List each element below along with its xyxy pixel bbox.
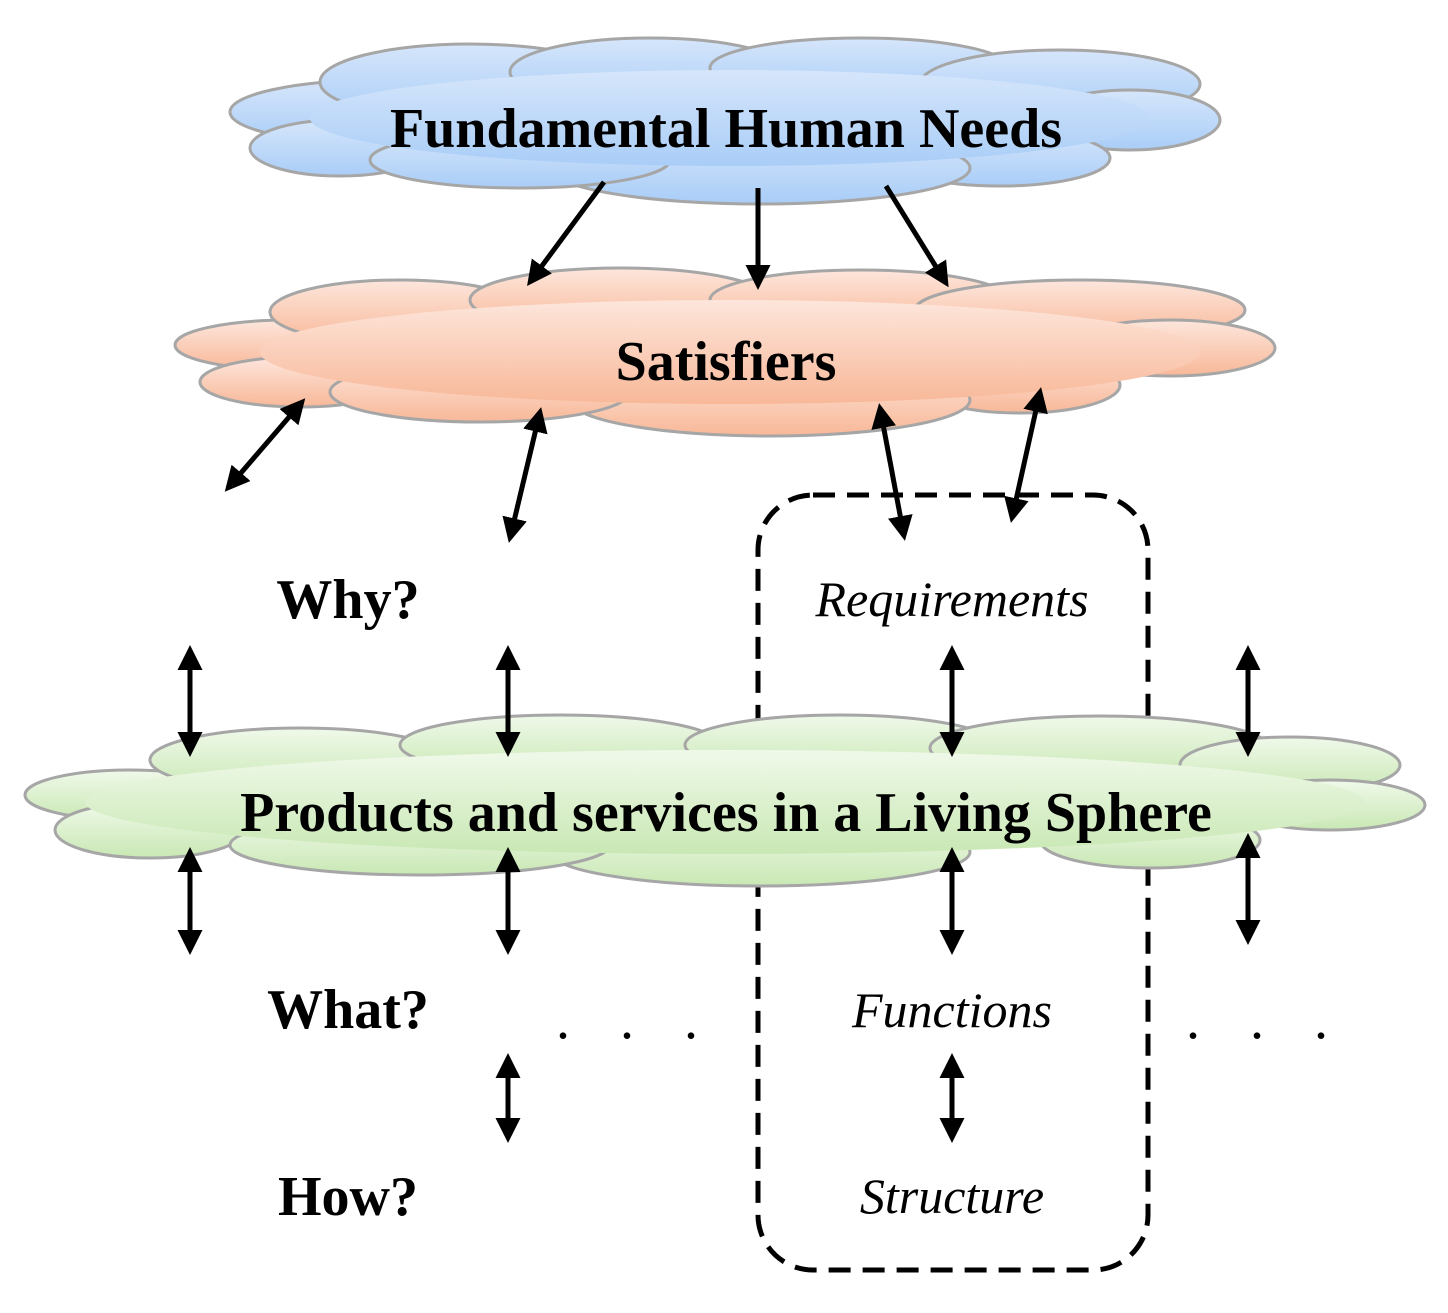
lower-vertical-arrows (177, 833, 1261, 955)
what-how-arrows (495, 1053, 965, 1143)
satisfiers-label: Satisfiers (616, 331, 837, 393)
arrow-sat-2 (502, 407, 548, 543)
arrow-needs-right (883, 184, 949, 288)
satisfiers-double-arrows (224, 387, 1048, 543)
arrow-sat-3 (871, 403, 913, 541)
what-label: What? (267, 979, 429, 1041)
ellipsis-right: . . . (1186, 989, 1346, 1051)
structure-label: Structure (860, 1168, 1044, 1224)
products-label: Products and services in a Living Sphere (240, 782, 1212, 844)
needs-label: Fundamental Human Needs (390, 98, 1062, 160)
how-label: How? (278, 1166, 418, 1228)
requirements-label: Requirements (814, 571, 1088, 627)
ellipsis-left: . . . (556, 989, 716, 1051)
needs-cloud (228, 36, 1222, 206)
needs-to-satisfiers-arrows (527, 180, 949, 290)
functions-label: Functions (851, 982, 1052, 1038)
arrow-needs-left (527, 180, 607, 287)
why-label: Why? (276, 569, 419, 631)
arrow-sat-4 (1004, 387, 1048, 523)
products-cloud (23, 713, 1427, 888)
arrow-sat-1 (224, 398, 306, 492)
upper-vertical-arrows (177, 645, 1261, 757)
satisfiers-cloud (173, 266, 1277, 438)
